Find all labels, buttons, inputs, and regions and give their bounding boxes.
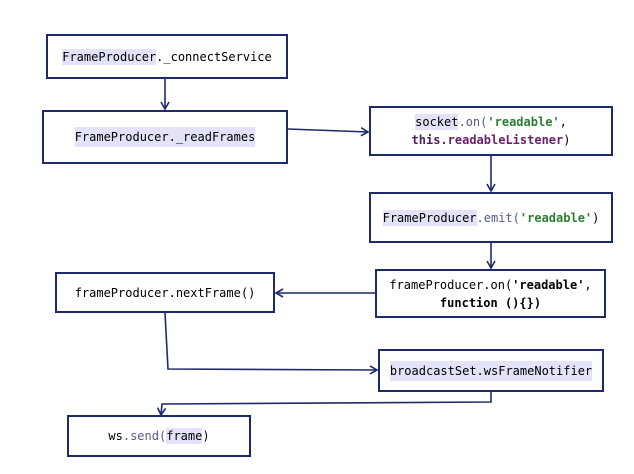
node-ws-send: ws.send(frame) bbox=[67, 415, 251, 457]
socket-on-this: this bbox=[411, 133, 441, 147]
producer-on-prefix: frameProducer.on( bbox=[389, 277, 513, 292]
node-read-frames: FrameProducer._readFrames bbox=[42, 110, 288, 164]
ws-send-close: ) bbox=[202, 429, 210, 443]
producer-on-function: function (){}) bbox=[439, 295, 542, 310]
ws-send-method: .send( bbox=[122, 429, 167, 443]
producer-on-line1: frameProducer.on('readable', bbox=[389, 276, 591, 294]
socket-on-line1: socket.on('readable', bbox=[415, 113, 567, 131]
socket-on-sep: , bbox=[559, 115, 567, 129]
producer-on-event: 'readable' bbox=[512, 277, 585, 292]
socket-on-event: 'readable' bbox=[487, 115, 560, 129]
ws-send-object: ws bbox=[108, 429, 123, 443]
node-next-frame: frameProducer.nextFrame() bbox=[55, 272, 275, 313]
node-broadcast-text: broadcastSet.wsFrameNotifier bbox=[389, 360, 593, 381]
emit-event: 'readable' bbox=[519, 210, 593, 225]
producer-on-line2: function (){}) bbox=[440, 294, 541, 312]
node-ws-send-text: ws.send(frame) bbox=[108, 427, 210, 445]
socket-on-close: ) bbox=[563, 133, 571, 147]
emit-method: .emit( bbox=[476, 210, 520, 225]
node-socket-on: socket.on('readable', this.readableListe… bbox=[369, 106, 613, 156]
read-frames-member: ._readFrames bbox=[168, 130, 256, 144]
node-connect-service: FrameProducer._connectService bbox=[46, 34, 288, 79]
arrow-nextframe-to-broadcast bbox=[164, 312, 379, 375]
arrow-read-to-socket bbox=[287, 127, 370, 137]
emit-close: ) bbox=[592, 210, 600, 225]
socket-on-listener: .readableListener bbox=[440, 133, 564, 147]
node-producer-on: frameProducer.on('readable', function ()… bbox=[375, 269, 606, 318]
producer-on-sep: , bbox=[584, 277, 592, 292]
socket-object: socket bbox=[415, 114, 459, 130]
next-frame-text: frameProducer.nextFrame() bbox=[74, 285, 256, 300]
broadcast-member: .wsFrameNotifier bbox=[476, 363, 593, 378]
node-emit-text: FrameProducer.emit('readable') bbox=[382, 209, 600, 227]
socket-on-method: .on( bbox=[458, 115, 488, 129]
read-frames-object: FrameProducer bbox=[74, 130, 169, 144]
arrow-broadcast-to-send bbox=[156, 391, 492, 417]
emit-object: FrameProducer bbox=[382, 209, 477, 226]
node-connect-service-text: FrameProducer._connectService bbox=[62, 48, 272, 66]
ws-send-arg: frame bbox=[166, 428, 203, 444]
node-broadcast: broadcastSet.wsFrameNotifier bbox=[378, 349, 604, 392]
node-emit: FrameProducer.emit('readable') bbox=[369, 192, 613, 243]
connect-service-member: ._connectService bbox=[156, 49, 272, 64]
node-read-frames-text: FrameProducer._readFrames bbox=[74, 127, 256, 147]
broadcast-object: broadcastSet bbox=[389, 363, 477, 378]
connect-service-object: FrameProducer bbox=[62, 48, 157, 65]
socket-on-line2: this.readableListener) bbox=[412, 131, 571, 149]
